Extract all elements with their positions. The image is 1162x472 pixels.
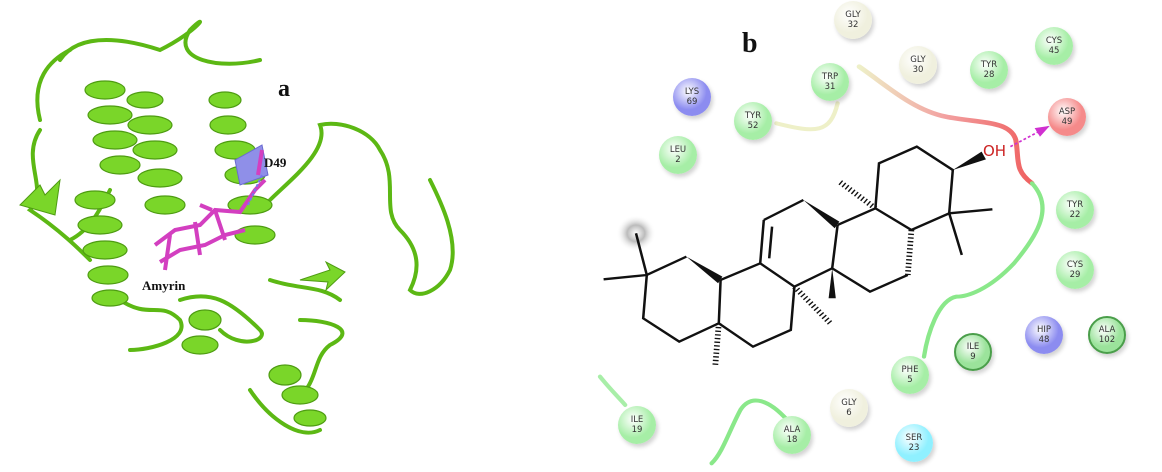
residue-number: 48 bbox=[1038, 335, 1050, 345]
panel-b-label: b bbox=[742, 28, 758, 59]
cartoon-helices bbox=[74, 80, 327, 427]
residue-number: 69 bbox=[686, 97, 698, 107]
amyrin-structure bbox=[603, 145, 993, 348]
pocket-outline bbox=[597, 64, 1045, 466]
cartoon-sheets bbox=[19, 178, 346, 292]
residue-d49-label: D49 bbox=[264, 155, 287, 170]
hydroxyl-label: OH bbox=[983, 142, 1007, 160]
residue-number: 45 bbox=[1048, 46, 1060, 56]
residue-number: 5 bbox=[907, 375, 913, 385]
residue-name: CYS bbox=[1066, 260, 1084, 270]
hash-bonds bbox=[712, 179, 915, 367]
residue-number: 102 bbox=[1098, 335, 1116, 345]
residue-name: ASP bbox=[1058, 107, 1076, 117]
residue-name: TYR bbox=[1066, 200, 1084, 210]
residue-number: 19 bbox=[631, 425, 643, 435]
residue-name: GLY bbox=[845, 10, 861, 20]
protein-cartoon bbox=[19, 19, 455, 435]
residue-number: 30 bbox=[912, 65, 924, 75]
residue-name: ALA bbox=[1098, 325, 1116, 335]
panel-a-label: a bbox=[278, 76, 290, 102]
residue-number: 32 bbox=[847, 20, 859, 30]
residue-number: 2 bbox=[675, 155, 681, 165]
residue-name: LYS bbox=[684, 87, 700, 97]
residue-name: TRP bbox=[821, 72, 839, 82]
residue-name: PHE bbox=[901, 365, 919, 375]
hbond-arrow bbox=[1009, 125, 1050, 148]
residue-number: 52 bbox=[747, 121, 759, 131]
solvent-exposure-halo bbox=[616, 214, 656, 252]
residue-name: GLY bbox=[910, 55, 926, 65]
residue-name: HIP bbox=[1036, 325, 1052, 335]
ligand-label: Amyrin bbox=[142, 278, 186, 293]
residue-number: 6 bbox=[846, 408, 852, 418]
residue-number: 28 bbox=[983, 70, 995, 80]
residue-name: GLY bbox=[841, 398, 857, 408]
residue-name: TYR bbox=[980, 60, 998, 70]
residue-number: 23 bbox=[908, 443, 920, 453]
residue-name: CYS bbox=[1045, 36, 1063, 46]
residue-number: 49 bbox=[1061, 117, 1073, 127]
residue-name: ILE bbox=[630, 415, 644, 425]
residue-name: ALA bbox=[783, 425, 801, 435]
residue-number: 9 bbox=[970, 352, 976, 362]
wedge-bonds bbox=[686, 151, 986, 299]
residue-name: LEU bbox=[669, 145, 687, 155]
residue-number: 18 bbox=[786, 435, 798, 445]
residue-number: 31 bbox=[824, 82, 836, 92]
residue-name: TYR bbox=[744, 111, 762, 121]
residue-name: SER bbox=[905, 433, 923, 443]
hbond-line-a bbox=[247, 174, 263, 206]
residue-name: ILE bbox=[966, 342, 980, 352]
residue-number: 22 bbox=[1069, 210, 1081, 220]
residue-number: 29 bbox=[1069, 270, 1081, 280]
